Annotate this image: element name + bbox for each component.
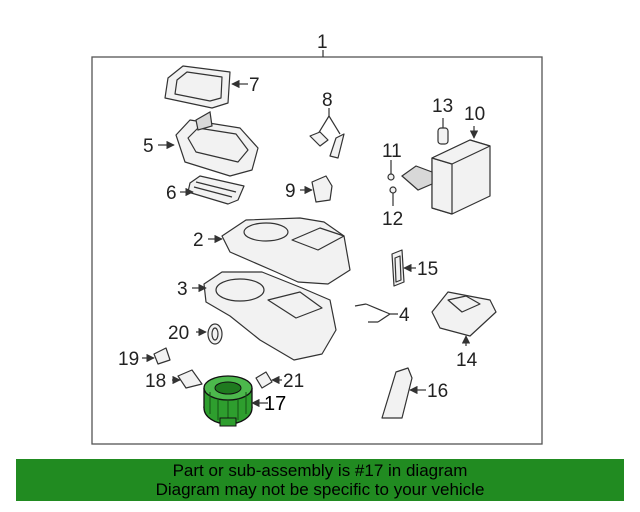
info-banner: Part or sub-assembly is #17 in diagram D… [16,459,624,501]
part-8-clips[interactable] [309,108,345,159]
part-12-clip[interactable] [389,186,397,206]
callout-20: 20 [168,323,189,344]
part-20-grommet[interactable] [207,323,223,345]
callout-13: 13 [432,96,453,117]
banner-line-2: Diagram may not be specific to your vehi… [155,480,485,499]
part-2-upper-case[interactable] [221,217,351,285]
part-18-seal[interactable] [177,369,203,389]
part-21-resistor[interactable] [255,371,273,389]
part-19-fitting[interactable] [153,347,171,365]
part-10-evaporator[interactable] [401,126,491,215]
parts-diagram: 1 7 5 6 8 9 11 12 [91,32,543,445]
banner-line-1: Part or sub-assembly is #17 in diagram [172,461,468,480]
callout-9: 9 [285,181,296,202]
part-9-bracket[interactable] [311,175,333,203]
callout-15: 15 [417,259,438,280]
callout-16: 16 [427,381,448,402]
callout-18: 18 [145,371,166,392]
callout-14: 14 [456,350,478,371]
callout-6: 6 [166,183,177,204]
callout-10: 10 [464,104,485,125]
part-3-lower-case[interactable] [203,271,337,361]
callout-8: 8 [322,90,333,111]
callout-4: 4 [399,305,410,326]
callout-2: 2 [193,230,204,251]
part-11-clip[interactable] [387,160,395,181]
part-16-duct[interactable] [381,367,413,419]
callout-5: 5 [143,136,154,157]
part-7-seal[interactable] [164,65,231,109]
callout-21: 21 [283,371,304,392]
part-15-seal[interactable] [391,249,405,287]
part-13-valve[interactable] [437,118,449,145]
callout-7: 7 [249,75,260,96]
assembly-frame [91,56,543,445]
callout-17: 17 [264,393,286,415]
part-5-cover[interactable] [175,111,259,177]
callout-1: 1 [317,32,328,53]
callout-11: 11 [382,141,402,162]
callout-19: 19 [118,349,139,370]
part-4-screws[interactable] [354,303,398,323]
part-17-blower-motor[interactable] [203,375,253,427]
callout-3: 3 [177,279,188,300]
part-14-bracket[interactable] [431,291,497,346]
part-6-filter[interactable] [187,175,245,205]
callout-12: 12 [382,209,403,230]
